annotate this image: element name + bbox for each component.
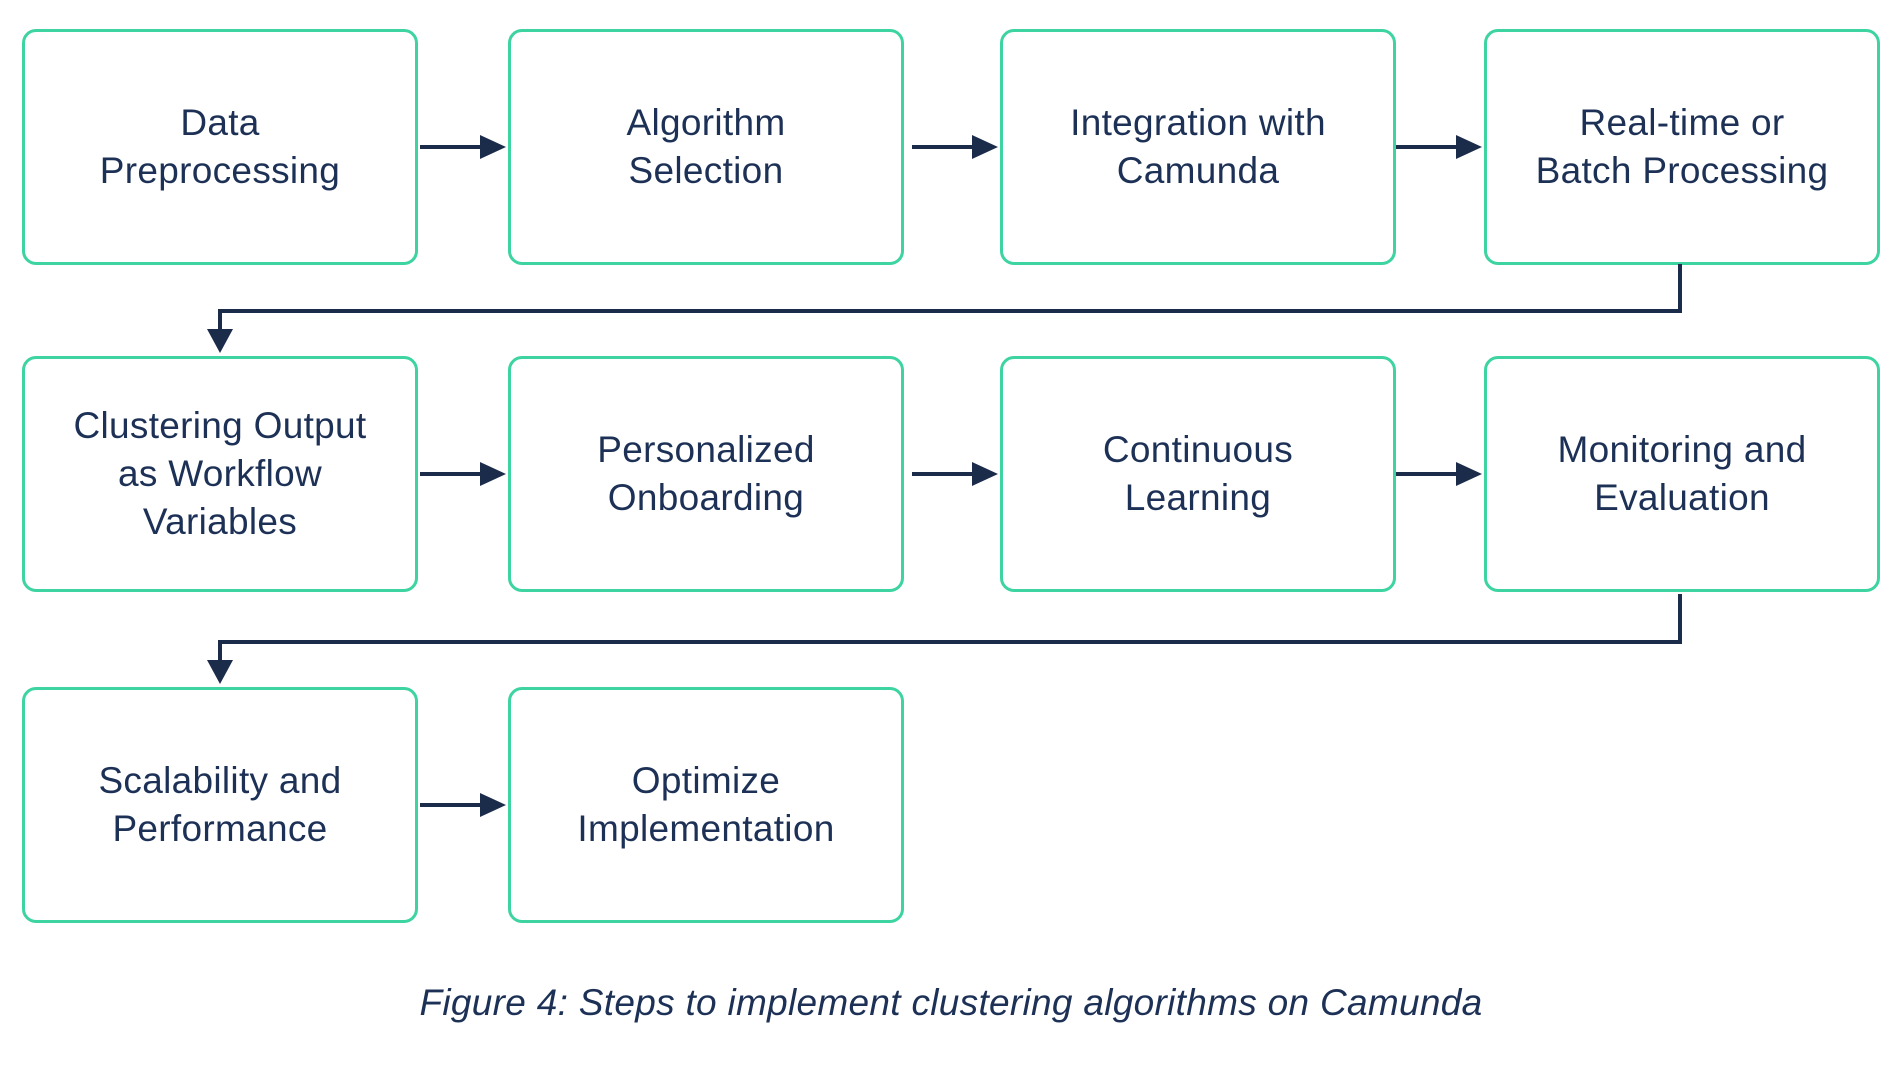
arrowhead-right-icon — [480, 135, 506, 159]
step-box-data-preprocessing: Data Preprocessing — [22, 29, 418, 265]
step-label: Scalability and Performance — [98, 760, 342, 849]
flow-arrow-right — [912, 462, 998, 486]
step-box-personalized-onboarding: Personalized Onboarding — [508, 356, 904, 592]
arrowhead-right-icon — [1456, 462, 1482, 486]
step-label: Algorithm Selection — [626, 102, 786, 191]
step-label: Real-time or Batch Processing — [1535, 102, 1829, 191]
step-label: Monitoring and Evaluation — [1557, 429, 1807, 518]
step-label: Data Preprocessing — [99, 102, 341, 191]
step-box-algorithm-selection: Algorithm Selection — [508, 29, 904, 265]
arrow-shaft — [912, 145, 974, 149]
step-box-scalability-and-performance: Scalability and Performance — [22, 687, 418, 923]
arrowhead-down-icon — [207, 660, 233, 684]
step-label: Personalized Onboarding — [597, 429, 815, 518]
connector-line — [218, 309, 1682, 313]
arrowhead-right-icon — [1456, 135, 1482, 159]
arrow-shaft — [912, 472, 974, 476]
flow-arrow-right — [1396, 135, 1482, 159]
arrow-shaft — [420, 145, 482, 149]
flow-arrow-right — [420, 462, 506, 486]
flow-arrow-right — [420, 135, 506, 159]
step-box-integration-with-camunda: Integration with Camunda — [1000, 29, 1396, 265]
step-box-clustering-output-as-workflow-variables: Clustering Output as Workflow Variables — [22, 356, 418, 592]
arrowhead-right-icon — [972, 462, 998, 486]
step-box-optimize-implementation: Optimize Implementation — [508, 687, 904, 923]
step-label: Integration with Camunda — [1070, 102, 1326, 191]
flow-arrow-right — [420, 793, 506, 817]
arrowhead-down-icon — [207, 329, 233, 353]
flow-arrow-right — [912, 135, 998, 159]
step-label: Clustering Output as Workflow Variables — [73, 405, 367, 542]
connector-line — [1678, 594, 1682, 642]
arrowhead-right-icon — [972, 135, 998, 159]
arrow-shaft — [420, 803, 482, 807]
step-box-realtime-or-batch-processing: Real-time or Batch Processing — [1484, 29, 1880, 265]
step-box-monitoring-and-evaluation: Monitoring and Evaluation — [1484, 356, 1880, 592]
arrow-shaft — [1396, 145, 1458, 149]
step-label: Optimize Implementation — [577, 760, 835, 849]
figure-caption: Figure 4: Steps to implement clustering … — [419, 982, 1483, 1023]
arrowhead-right-icon — [480, 793, 506, 817]
arrow-shaft — [420, 472, 482, 476]
connector-line — [1678, 264, 1682, 313]
connector-line — [218, 640, 1682, 644]
step-label: Continuous Learning — [1102, 429, 1294, 518]
connector-line — [218, 640, 222, 662]
arrowhead-right-icon — [480, 462, 506, 486]
arrow-shaft — [1396, 472, 1458, 476]
connector-line — [218, 309, 222, 331]
flow-arrow-right — [1396, 462, 1482, 486]
step-box-continuous-learning: Continuous Learning — [1000, 356, 1396, 592]
